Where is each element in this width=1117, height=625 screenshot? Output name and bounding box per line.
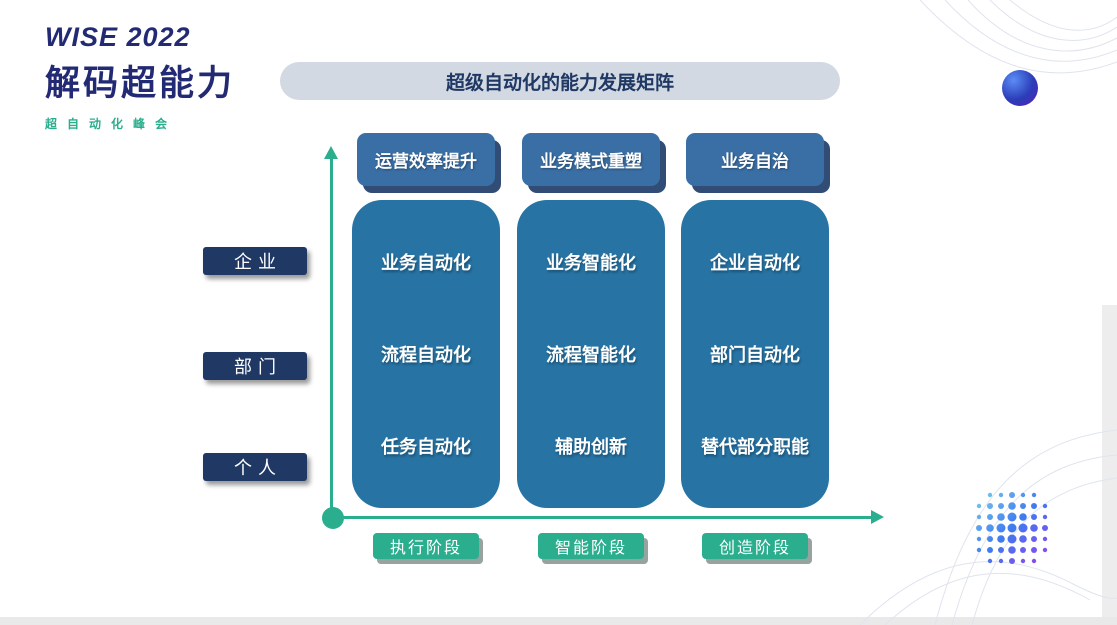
y-axis-label-department: 部门: [203, 352, 307, 380]
matrix-cell: 辅助创新: [555, 437, 627, 457]
right-edge-strip: [1102, 305, 1117, 617]
stage-label: 智能阶段: [538, 533, 644, 559]
column-header: 业务自治: [686, 133, 824, 186]
axis-origin-dot: [322, 507, 344, 529]
column-header: 业务模式重塑: [522, 133, 660, 186]
y-axis-label-enterprise: 企业: [203, 247, 307, 275]
x-axis-arrow-icon: [871, 510, 884, 524]
stage-label: 创造阶段: [702, 533, 808, 559]
matrix-cell: 替代部分职能: [701, 437, 809, 457]
dotted-sphere-icon: [976, 492, 1048, 564]
matrix-cell: 业务自动化: [381, 253, 471, 273]
y-axis-line: [330, 158, 333, 518]
matrix-cell: 业务智能化: [546, 253, 636, 273]
matrix-cell: 流程自动化: [381, 345, 471, 365]
matrix-cell: 流程智能化: [546, 345, 636, 365]
column-header: 运营效率提升: [357, 133, 495, 186]
gradient-sphere-icon: [1002, 70, 1038, 106]
brand-subtitle: 超自动化峰会: [45, 117, 178, 131]
page-title: 超级自动化的能力发展矩阵: [280, 62, 840, 100]
brand-title: 解码超能力: [45, 64, 236, 103]
matrix-cell: 部门自动化: [710, 345, 800, 365]
x-axis-line: [333, 516, 873, 519]
stage-label: 执行阶段: [373, 533, 479, 559]
bottom-edge-strip: [0, 617, 1117, 625]
y-axis-label-individual: 个人: [203, 453, 307, 481]
matrix-cell: 企业自动化: [710, 253, 800, 273]
column-body: 企业自动化 部门自动化 替代部分职能: [681, 200, 829, 508]
matrix-cell: 任务自动化: [381, 437, 471, 457]
wise-logo: WISE 2022: [45, 22, 191, 52]
brand-block: WISE 2022 解码超能力 超自动化峰会: [45, 22, 235, 132]
column-body: 业务智能化 流程智能化 辅助创新: [517, 200, 665, 508]
y-axis-arrow-icon: [324, 146, 338, 159]
column-body: 业务自动化 流程自动化 任务自动化: [352, 200, 500, 508]
